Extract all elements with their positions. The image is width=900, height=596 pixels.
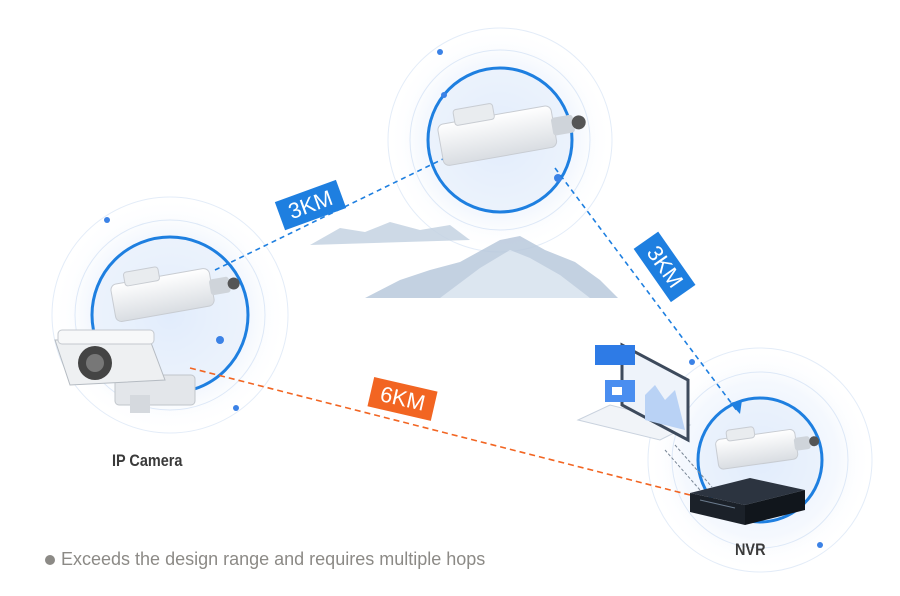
link-b-c bbox=[554, 167, 739, 413]
caption-text: Exceeds the design range and requires mu… bbox=[61, 549, 486, 569]
nvr-illustration bbox=[664, 444, 805, 525]
wireless-bridge-c bbox=[715, 426, 820, 470]
link-a-c bbox=[189, 367, 691, 496]
link-a-b bbox=[214, 157, 446, 271]
bullet-icon bbox=[45, 554, 55, 565]
monitor-illustration bbox=[576, 342, 692, 443]
nvr-label: NVR bbox=[735, 540, 766, 559]
caption: Exceeds the design range and requires mu… bbox=[45, 549, 485, 570]
arrow-head-icon bbox=[730, 400, 742, 414]
wireless-bridge-a bbox=[110, 266, 240, 322]
mountains-illustration bbox=[310, 222, 618, 298]
ip-camera-label: IP Camera bbox=[112, 451, 183, 470]
ip-camera-illustration bbox=[54, 329, 196, 413]
wireless-bridge-b bbox=[437, 103, 586, 166]
